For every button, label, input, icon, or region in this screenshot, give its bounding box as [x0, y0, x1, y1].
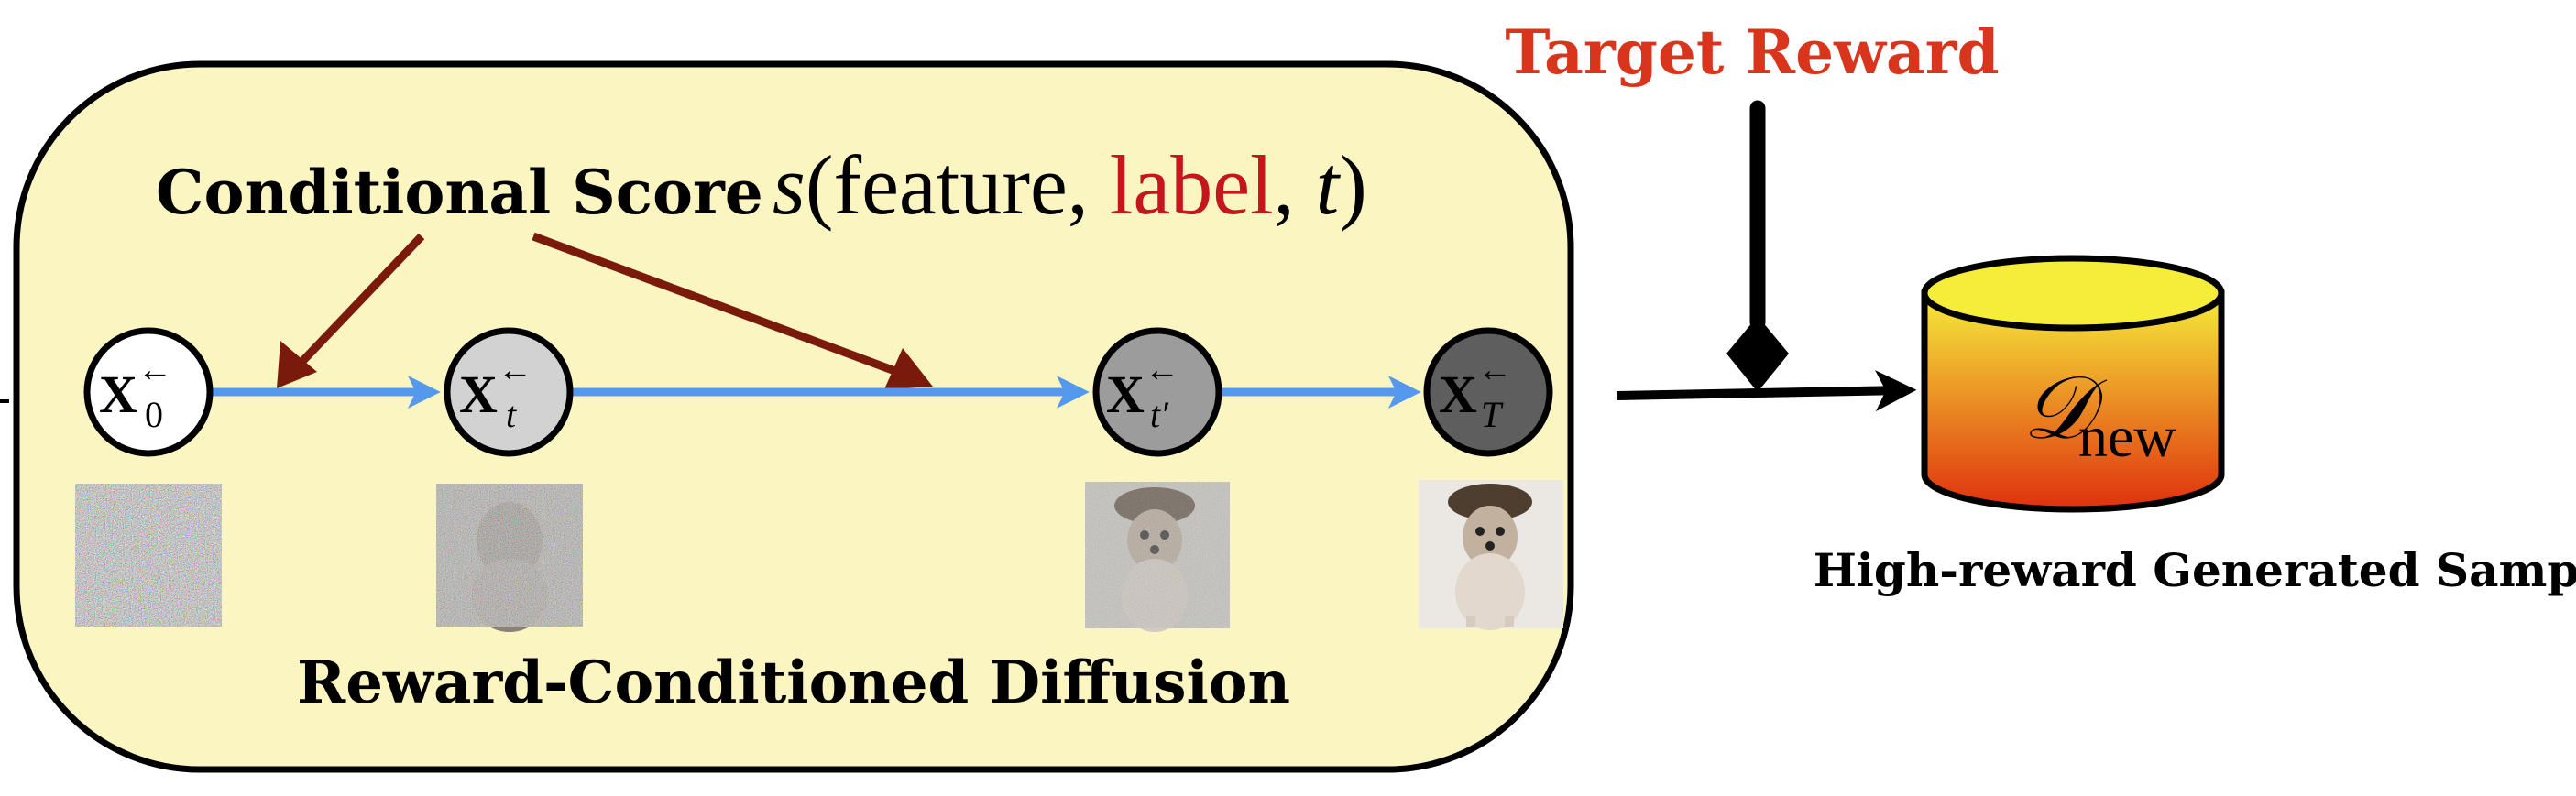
score-arrow-to-x0 [277, 233, 425, 388]
svg-text:T: T [1481, 394, 1504, 435]
svg-text:←: ← [1477, 351, 1512, 389]
svg-text:←: ← [1145, 351, 1179, 389]
diffusion-title: Reward-Conditioned Diffusion [297, 649, 1290, 717]
svg-text:X: X [99, 365, 137, 424]
dog-clean-image-icon [1419, 480, 1563, 630]
dog-slightly-noisy-image-icon [1085, 482, 1230, 632]
target-reward-diamond-icon [1726, 316, 1789, 392]
score-formula: s(feature, label, t) [773, 138, 1367, 232]
svg-text:t′: t′ [1150, 394, 1169, 435]
dog-noisy-image-icon [436, 484, 583, 632]
svg-text:←: ← [137, 351, 172, 389]
node-x0: X ← 0 [83, 327, 214, 457]
node-xtprime: X ← t′ [1092, 327, 1222, 457]
score-arrow-to-xt [532, 232, 933, 389]
svg-text:X: X [1439, 365, 1477, 424]
conditional-score-label: Conditional Score [156, 157, 763, 228]
svg-text:t: t [506, 394, 517, 435]
target-reward-label: Target Reward [1505, 16, 1999, 88]
node-xt: X ← t [444, 327, 574, 457]
svg-text:←: ← [498, 351, 532, 389]
node-xT: X ← T [1423, 327, 1553, 457]
dataset-cylinder-icon [1921, 255, 2225, 513]
svg-text:X: X [459, 365, 498, 424]
dataset-subscript: new [2078, 404, 2176, 469]
output-arrow [1616, 370, 1917, 412]
dataset-caption: High-reward Generated Samples [1814, 543, 2576, 597]
noise-image-icon [75, 484, 222, 627]
svg-text:0: 0 [145, 394, 163, 435]
svg-text:X: X [1106, 365, 1145, 424]
